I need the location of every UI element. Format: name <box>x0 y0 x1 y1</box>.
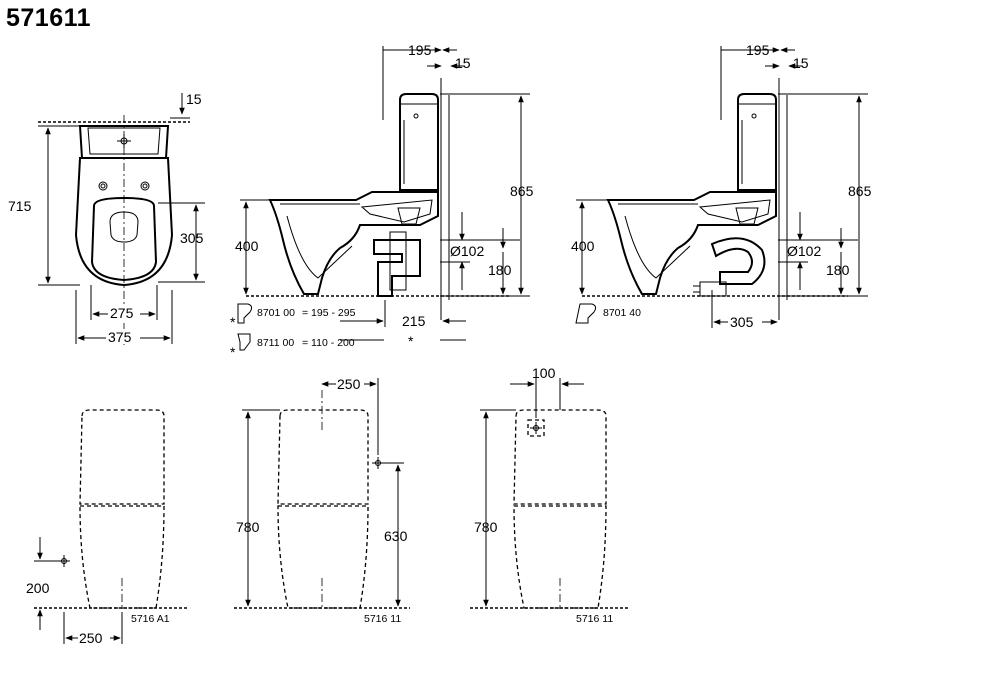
dim-side1-total-height: 865 <box>510 183 534 199</box>
front-11b-code: 5716 11 <box>576 613 613 625</box>
dim-side2-outlet-height: 180 <box>826 262 850 278</box>
dim-a1-supply-height: 200 <box>26 580 50 596</box>
dim-11a-supply-offset: 250 <box>337 376 361 392</box>
dim-side1-rim-height: 400 <box>235 238 259 254</box>
dim-top-inner-width: 275 <box>110 305 134 321</box>
dim-11b-height: 780 <box>474 519 498 535</box>
accessory-2-mark: * <box>230 344 236 360</box>
accessory-1-code: 8701 00 <box>257 307 295 319</box>
dim-side2-wall-width: 195 <box>746 42 770 58</box>
asterisk-note: * <box>408 333 414 349</box>
dim-side2-wall-gap: 15 <box>793 55 809 71</box>
dim-side1-outlet-diameter: Ø102 <box>450 243 484 259</box>
front-view-11-a: 250 780 630 5716 11 <box>234 376 410 625</box>
dim-top-wall-offset: 15 <box>186 91 202 107</box>
side-view-1: 195 15 865 400 Ø102 180 <box>230 42 534 360</box>
dim-a1-supply-offset: 250 <box>79 630 103 646</box>
dim-top-outer-width: 375 <box>108 329 132 345</box>
dim-top-seat-depth: 305 <box>180 230 204 246</box>
front-view-11-b: 100 780 5716 11 <box>470 365 630 625</box>
dim-top-height: 715 <box>8 198 32 214</box>
dim-11b-supply-offset: 100 <box>532 365 556 381</box>
dim-side1-outlet-height: 180 <box>488 262 512 278</box>
dim-side2-outlet-diameter: Ø102 <box>787 243 821 259</box>
product-number: 571611 <box>6 4 92 32</box>
dim-11a-supply-height: 630 <box>384 528 408 544</box>
front-11a-code: 5716 11 <box>364 613 401 625</box>
accessory-1-range: = 195 - 295 <box>302 307 356 319</box>
dim-side2-rim-height: 400 <box>571 238 595 254</box>
top-view: 15 715 305 275 375 <box>8 91 205 345</box>
front-a1-code: 5716 A1 <box>131 613 170 625</box>
accessory-2-code: 8711 00 <box>257 337 294 349</box>
accessory-side2-code: 8701 40 <box>603 307 641 319</box>
dim-side1-wall-width: 195 <box>408 42 432 58</box>
dim-side2-outlet-distance: 305 <box>730 314 754 330</box>
front-view-a1: 200 250 5716 A1 <box>26 409 188 646</box>
dim-side1-wall-gap: 15 <box>455 55 471 71</box>
dim-side1-outlet-distance: 215 <box>402 313 426 329</box>
dim-side2-total-height: 865 <box>848 183 872 199</box>
dim-11a-height: 780 <box>236 519 260 535</box>
side-view-2: 195 15 865 400 Ø102 180 <box>571 42 872 330</box>
accessory-2-range: = 110 - 200 <box>302 337 355 349</box>
accessory-1-mark: * <box>230 314 236 330</box>
